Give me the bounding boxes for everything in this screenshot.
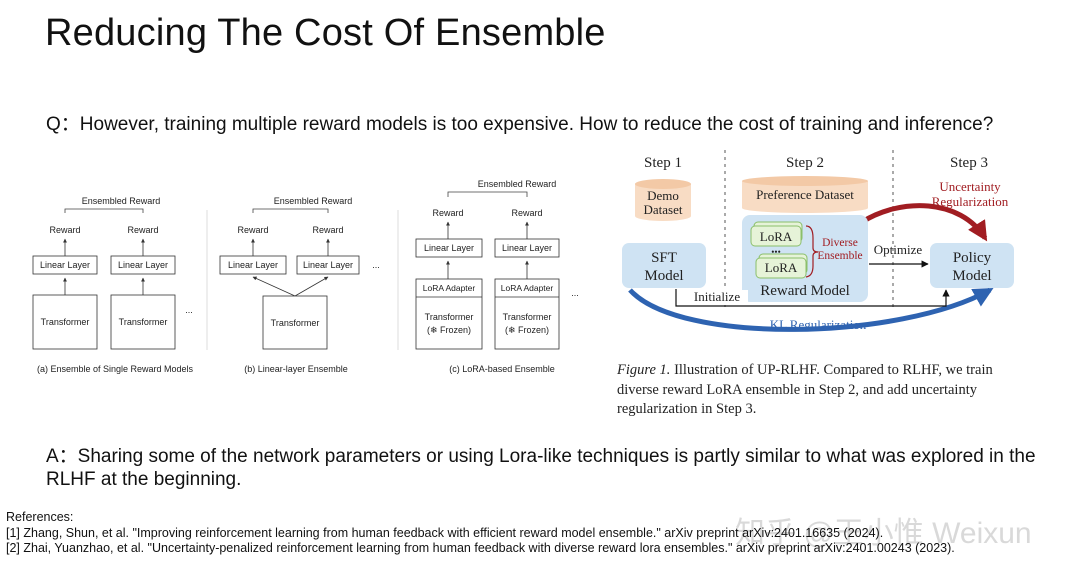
figure-label: Figure 1. <box>617 362 671 378</box>
step3-label: Step 3 <box>950 155 988 171</box>
demo-dataset-line2: Dataset <box>644 202 683 217</box>
caption-a: (a) Ensemble of Single Reward Models <box>37 364 194 374</box>
lora-adapter-c2: LoRA Adapter <box>501 283 554 293</box>
diverse-label: Diverse <box>822 237 858 249</box>
reward-model-label: Reward Model <box>760 283 850 299</box>
ensembled-reward-c: Ensembled Reward <box>478 179 557 189</box>
step2-label: Step 2 <box>786 155 824 171</box>
linear-layer-b1: Linear Layer <box>228 260 278 270</box>
frozen-c2: (❄ Frozen) <box>505 325 549 335</box>
ellipsis-a: ... <box>185 305 193 315</box>
references-heading: References: <box>6 510 74 524</box>
preference-dataset-cylinder <box>742 176 868 213</box>
diagram-a: Ensembled Reward Reward Reward Linear La… <box>32 196 194 374</box>
transformer-a1: Transformer <box>41 317 90 327</box>
uncertainty-arrow <box>860 203 988 242</box>
sft-label-line2: Model <box>644 268 683 284</box>
reward-b1: Reward <box>237 225 268 235</box>
kl-regularization-arrow <box>628 287 994 332</box>
reference-item-2: [2] Zhai, Yuanzhao, et al. "Uncertainty-… <box>6 541 955 555</box>
ellipsis-c: ... <box>571 288 579 298</box>
sft-label-line1: SFT <box>651 250 677 266</box>
initialize-label: Initialize <box>694 289 740 304</box>
uncertainty-line1: Uncertainty <box>939 179 1001 194</box>
transformer-c2: Transformer <box>503 312 552 322</box>
diagram-b: Ensembled Reward Reward Reward Linear La… <box>219 196 380 374</box>
policy-model-box <box>930 243 1014 288</box>
lora-adapter-c1: LoRA Adapter <box>423 283 476 293</box>
reward-b2: Reward <box>312 225 343 235</box>
linear-layer-c2: Linear Layer <box>502 243 552 253</box>
lora-dots: ••• <box>771 247 780 257</box>
linear-layer-a1: Linear Layer <box>40 260 90 270</box>
linear-layer-c1: Linear Layer <box>424 243 474 253</box>
optimize-label: Optimize <box>874 242 923 257</box>
uncertainty-line2: Regularization <box>932 194 1009 209</box>
sft-model-box <box>622 243 706 288</box>
reward-a2: Reward <box>127 225 158 235</box>
references: References: [1] Zhang, Shun, et al. "Imp… <box>6 510 955 557</box>
reward-c2: Reward <box>511 208 542 218</box>
caption-c: (c) LoRA-based Ensemble <box>449 364 555 374</box>
reward-a1: Reward <box>49 225 80 235</box>
slide-title: Reducing The Cost Of Ensemble <box>45 12 606 54</box>
kl-label: KL Regularization <box>770 317 867 332</box>
linear-layer-b2: Linear Layer <box>303 260 353 270</box>
demo-dataset-line1: Demo <box>647 188 679 203</box>
watermark: 知乎 @王小惟 Weixun <box>735 517 1032 550</box>
ensembled-reward-a: Ensembled Reward <box>82 196 161 206</box>
figure-caption-text: Illustration of UP-RLHF. Compared to RLH… <box>617 362 993 417</box>
lora-box-1 <box>750 225 802 247</box>
reference-item-1: [1] Zhang, Shun, et al. "Improving reinf… <box>6 525 884 540</box>
ellipsis-b: ... <box>372 260 380 270</box>
transformer-b: Transformer <box>271 318 320 328</box>
ensembled-reward-b: Ensembled Reward <box>274 196 353 206</box>
caption-b: (b) Linear-layer Ensemble <box>244 364 348 374</box>
reward-c1: Reward <box>432 208 463 218</box>
lora-label-1: LoRA <box>760 229 793 244</box>
policy-label-line2: Model <box>952 268 991 284</box>
policy-label-line1: Policy <box>953 250 992 266</box>
preference-dataset-label: Preference Dataset <box>756 187 854 202</box>
transformer-a2: Transformer <box>119 317 168 327</box>
question-text: Q：However, training multiple reward mode… <box>46 114 994 135</box>
lora-label-2: LoRA <box>765 260 798 275</box>
figure-caption: Figure 1. Illustration of UP-RLHF. Compa… <box>617 361 1015 420</box>
demo-dataset-cylinder <box>635 179 691 221</box>
diagram-c: Ensembled Reward Reward Reward Linear La… <box>415 179 579 374</box>
answer-text: A：Sharing some of the network parameters… <box>46 446 1036 490</box>
linear-layer-a2: Linear Layer <box>118 260 168 270</box>
ensemble-label: Ensemble <box>817 250 862 262</box>
transformer-c1: Transformer <box>425 312 474 322</box>
up-rlhf-diagram: Step 1 Step 2 Step 3 Demo Dataset Prefer… <box>622 150 1014 332</box>
step1-label: Step 1 <box>644 155 682 171</box>
frozen-c1: (❄ Frozen) <box>427 325 471 335</box>
lora-box-2 <box>755 257 807 279</box>
